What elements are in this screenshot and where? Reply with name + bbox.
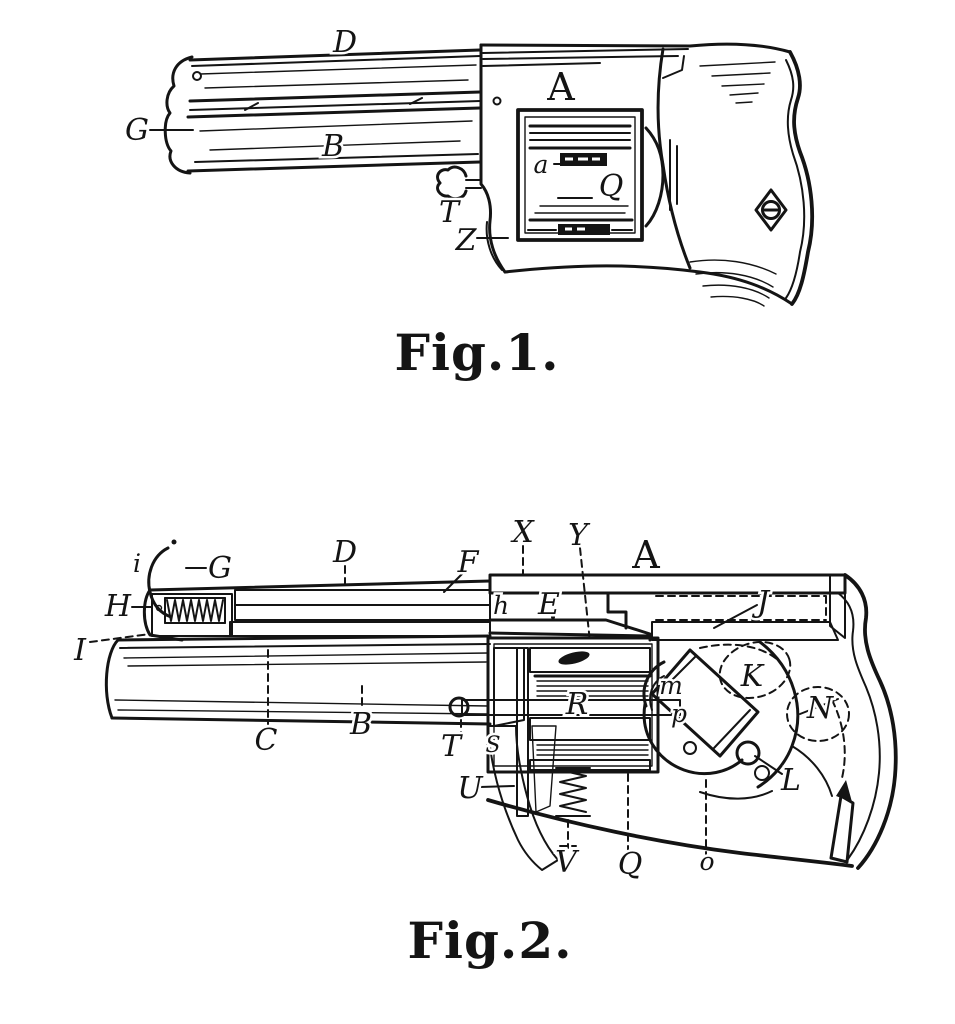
fig2-label-s: S xyxy=(485,733,500,758)
fig2-grip-frame xyxy=(479,573,898,871)
fig1-barrel xyxy=(163,48,482,175)
fig1-label-t: T xyxy=(439,195,461,230)
fig2-label-n: N xyxy=(806,691,835,726)
fig1-cylinder-window xyxy=(516,108,678,242)
fig2-label-v: V xyxy=(555,845,580,880)
fig1-label-q: Q xyxy=(599,169,624,204)
fig2-label-c: C xyxy=(255,723,278,758)
fig1-label-a-plate: a xyxy=(534,150,549,179)
fig2-label-o: o xyxy=(699,847,714,876)
fig1-label-g: G xyxy=(125,113,149,148)
fig2-label-d: D xyxy=(332,535,357,570)
fig2-label-i: i xyxy=(133,549,141,578)
fig1-caption: Fig.1. xyxy=(394,323,559,382)
fig2-label-b: B xyxy=(349,707,372,742)
fig2-cylinder xyxy=(448,636,681,774)
fig2-barrel xyxy=(104,634,492,726)
fig1-label-z: Z xyxy=(455,223,478,258)
fig2-labels: i G H I D F X Y A h E J C B T S U R m p … xyxy=(71,513,838,885)
fig2-hammer xyxy=(627,641,850,855)
fig2-label-g: G xyxy=(208,551,232,586)
fig2-label-p: p xyxy=(671,699,687,728)
fig1-grip xyxy=(656,47,815,307)
fig2-label-i-cap: I xyxy=(73,633,87,668)
fig2-label-y: Y xyxy=(568,518,591,553)
fig2-caption: Fig.2. xyxy=(407,911,572,970)
fig1-frame xyxy=(436,42,794,306)
fig2-label-h-cap: H xyxy=(104,589,132,624)
fig2-upper-housing xyxy=(89,539,492,643)
fig2-label-f: F xyxy=(457,545,480,580)
fig2-label-a: A xyxy=(631,533,660,577)
fig2-label-r: R xyxy=(565,687,589,722)
figure1-drawing: D G B A a Q T Z Fig.1. xyxy=(123,23,815,382)
fig2-label-t: T xyxy=(441,729,463,764)
fig2-label-e: E xyxy=(537,587,560,622)
fig2-label-h: h xyxy=(493,591,509,620)
fig2-label-x: X xyxy=(510,515,535,550)
figure2-drawing: i G H I D F X Y A h E J C B T S U R m p … xyxy=(71,513,898,970)
fig2-label-u: U xyxy=(457,771,484,806)
fig1-leader-lines xyxy=(149,129,509,239)
fig2-label-k: K xyxy=(740,659,765,694)
fig2-label-m: m xyxy=(659,671,683,700)
fig1-label-a-frame: A xyxy=(546,65,575,109)
fig2-label-l: L xyxy=(780,763,801,798)
fig1-labels: D G B A a Q T Z xyxy=(123,23,626,261)
fig2-label-q: Q xyxy=(618,847,643,882)
fig2-label-j: J xyxy=(751,585,771,620)
fig1-label-d: D xyxy=(332,25,357,60)
fig1-label-b: B xyxy=(321,129,344,164)
